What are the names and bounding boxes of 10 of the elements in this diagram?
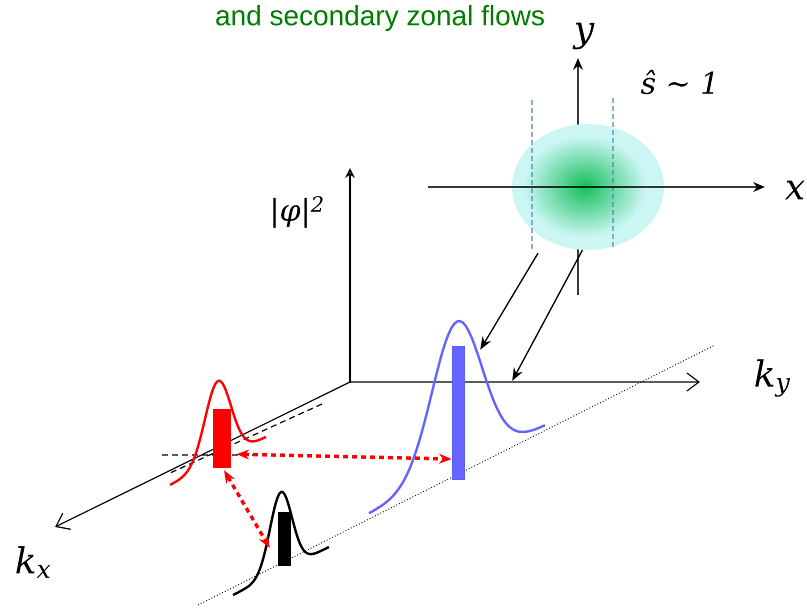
title: and secondary zonal flows xyxy=(216,4,544,32)
axis-label: ŝ ∼ 1 xyxy=(640,70,714,94)
axis-label: k$_{y}$ xyxy=(755,359,790,397)
axis-label: |φ|$^{2}$ xyxy=(273,196,323,228)
axis-label: x xyxy=(784,180,805,200)
bar xyxy=(452,346,465,480)
axis-label: y xyxy=(572,22,595,50)
bar xyxy=(278,512,291,566)
axis-label: k$_{x}$ xyxy=(16,546,50,578)
bar xyxy=(213,409,231,468)
